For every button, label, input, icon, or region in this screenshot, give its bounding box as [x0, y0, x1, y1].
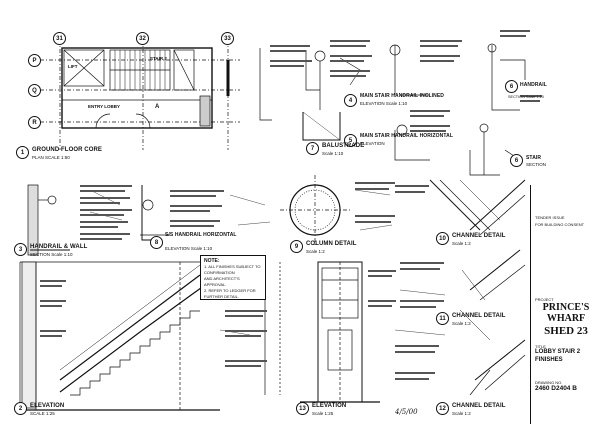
title-block: TENDER ISSUE FOR BUILDING CONSENT PROJEC… [530, 185, 600, 424]
handrail-inclined-title: MAIN STAIR HANDRAIL INCLINED [360, 93, 445, 99]
balustrade-scale: Scale 1:10 [322, 151, 344, 156]
drawing-number-ground-floor: 1 [16, 146, 29, 159]
annotation-leaders [89, 189, 446, 336]
stair-elevation-mid [264, 261, 380, 403]
lift-label: LIFT [68, 64, 78, 69]
note-heading: NOTE: [204, 258, 220, 264]
drawing-number-column: 9 [290, 240, 303, 253]
column-detail-title: COLUMN DETAIL [306, 241, 357, 247]
ss-handrail-scale: ELEVATION Scale 1:10 [165, 246, 213, 251]
annotation-text-blocks [40, 30, 542, 380]
channel-detail-1-scale: Scale 1:2 [452, 241, 471, 246]
project-label: PROJECT [535, 297, 554, 302]
stair-scale: SECTION [526, 162, 547, 167]
handrail-inclined-scale: ELEVATION Scale 1:10 [360, 101, 408, 106]
channel-detail-3-scale: Scale 1:2 [452, 411, 471, 416]
drawing-number-balustrade: 7 [306, 142, 319, 155]
stair-elevation-left [19, 261, 260, 411]
signature: 4/5/00 [395, 408, 418, 416]
column-detail-scale: Scale 1:2 [306, 249, 325, 254]
title-label: TITLE [535, 344, 546, 349]
handrail-wall-scale: SECTION Scale 1:10 [30, 252, 73, 257]
grid-bubble-q: Q [28, 84, 41, 97]
drawing-number-channel-1: 10 [436, 232, 449, 245]
drawing-number-channel-3: 12 [436, 402, 449, 415]
sheet-title-line-2: FINISHES [535, 357, 563, 363]
general-notes-box: NOTE: 1. ALL FINISHES SUBJECT TO CONFIRM… [200, 255, 266, 300]
drawing-number-stair: 6 [510, 154, 523, 167]
channel-details [429, 179, 526, 396]
elevation-mid-scale: Scale 1:25 [312, 411, 334, 416]
grid-bubble-31: 31 [53, 32, 66, 45]
handrail-horizontal-title: MAIN STAIR HANDRAIL HORIZONTAL [360, 133, 453, 139]
grid-bubble-r: R [28, 116, 41, 129]
drawing-number-handrail-inclined: 4 [344, 94, 357, 107]
ground-floor-scale: PLAN SCALE 1:50 [32, 155, 70, 160]
sheet-title-line-1: LOBBY STAIR 2 [535, 349, 581, 355]
ground-floor-title: GROUND FLOOR CORE [32, 147, 103, 153]
ss-handrail-title: S/S HANDRAIL HORIZONTAL [165, 232, 237, 238]
drawing-number-channel-2: 11 [436, 312, 449, 325]
column-detail [280, 175, 350, 245]
handrail-title: HANDRAIL [520, 82, 547, 88]
handrail-horizontal-scale: ELEVATION [360, 141, 385, 146]
handrail-wall-section [27, 184, 70, 256]
handrail-scale: SECTION Scale 1:10 [508, 95, 544, 99]
drawing-number-elevation-mid: 13 [296, 402, 309, 415]
note-line: CONFIRMATION [204, 270, 235, 275]
drawing-number-ss-handrail: 8 [150, 236, 163, 249]
project-name-line-1: PRINCE'S [542, 302, 590, 313]
drawing-number-handrail-horizontal: 5 [344, 134, 357, 147]
note-line: 2. REFER TO LEDGER FOR [204, 288, 256, 293]
channel-detail-2-title: CHANNEL DETAIL [452, 313, 506, 319]
grid-bubble-32: 32 [136, 32, 149, 45]
note-line: FURTHER DETAIL. [204, 294, 239, 299]
grid-bubble-p: P [28, 54, 41, 67]
section-marker-a: A [155, 104, 160, 110]
handrail-wall-title: HANDRAIL & WALL [30, 244, 88, 250]
drawing-number-handrail-wall: 3 [14, 243, 27, 256]
grid-bubble-33: 33 [221, 32, 234, 45]
channel-detail-1-title: CHANNEL DETAIL [452, 233, 506, 239]
drawing-number: 2460 D2404 B [535, 385, 577, 392]
elevation-mid-title: ELEVATION [312, 403, 347, 409]
elevation-left-scale: SCALE 1:25 [30, 411, 55, 416]
handrail-section-details [259, 44, 430, 161]
shed-number: SHED 23 [544, 325, 588, 337]
drawing-no-label: DRAWING NO. [535, 380, 563, 385]
project-name-line-2: WHARF [546, 313, 586, 324]
drawing-number-elevation-left: 2 [14, 402, 27, 415]
channel-detail-2-scale: Scale 1:2 [452, 321, 471, 326]
note-line: 1. ALL FINISHES SUBJECT TO [204, 264, 261, 269]
balustrade-title: BALUSTRADE [322, 143, 365, 149]
ground-floor-plan [40, 40, 240, 150]
entry-lobby-label: ENTRY LOBBY [88, 104, 121, 109]
elevation-left-title: ELEVATION [30, 403, 65, 409]
stair-label: STAIR 2 [150, 56, 167, 61]
note-line: AND ARCHITECT'S APPROVAL. [204, 276, 240, 287]
revision-label: TENDER ISSUE [535, 215, 565, 220]
revision-label: FOR BUILDING CONSENT [535, 222, 585, 227]
stair-title: STAIR [526, 155, 542, 161]
channel-detail-3-title: CHANNEL DETAIL [452, 403, 506, 409]
drawing-number-handrail: 6 [505, 80, 518, 93]
